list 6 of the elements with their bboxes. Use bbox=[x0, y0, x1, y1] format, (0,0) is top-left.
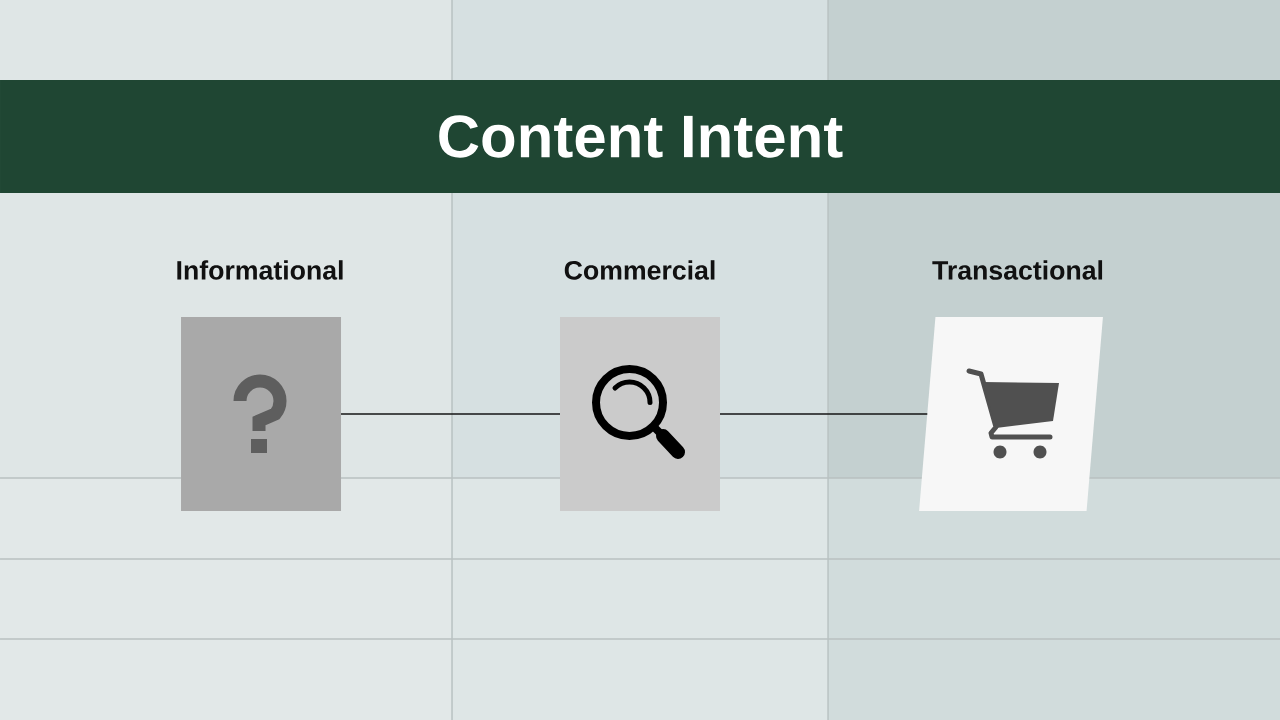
connector-line bbox=[719, 413, 929, 415]
card-heading: Informational bbox=[177, 260, 343, 280]
title-banner: Content Intent bbox=[0, 80, 1280, 193]
card-heading: Commercial bbox=[564, 260, 715, 280]
card-heading: Transactional bbox=[932, 260, 1103, 280]
connector-line bbox=[340, 413, 561, 415]
